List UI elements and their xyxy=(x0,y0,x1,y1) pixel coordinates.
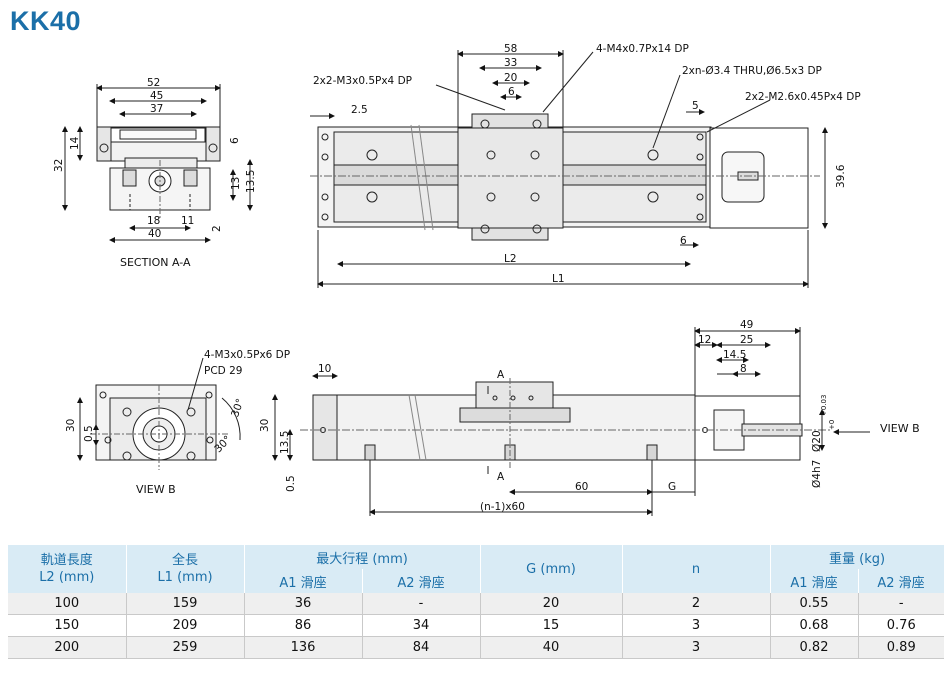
dim-0-5-viewb: 0.5 xyxy=(83,425,95,442)
table-row: 100 159 36 - 20 2 0.55 - xyxy=(8,593,945,615)
cell-stroke-a1: 86 xyxy=(244,614,363,637)
spec-table: 軌道長度 L2 (mm) 全長 L1 (mm) 最大行程 (mm) G (mm)… xyxy=(8,545,945,659)
header-stroke-a2: A2 滑座 xyxy=(362,569,481,593)
header-l1: 全長 L1 (mm) xyxy=(126,545,245,593)
dim-6-top: 6 xyxy=(508,86,515,98)
header-stroke-a1: A1 滑座 xyxy=(244,569,363,593)
header-stroke: 最大行程 (mm) xyxy=(244,545,481,569)
dim-58: 58 xyxy=(504,43,517,55)
section-aa-label: SECTION A-A xyxy=(120,256,191,269)
cell-stroke-a2: - xyxy=(362,593,481,615)
cell-stroke-a1: 136 xyxy=(244,636,363,659)
cell-weight-a2: - xyxy=(858,593,945,615)
dim-33: 33 xyxy=(504,57,517,69)
callout-m3-holes: 2x2-M3x0.5Px4 DP xyxy=(313,75,412,87)
cell-n: 3 xyxy=(622,614,771,637)
cell-weight-a2: 0.89 xyxy=(858,636,945,659)
dim-18: 18 xyxy=(147,215,160,227)
callout-thru-holes: 2xn-Ø3.4 THRU,Ø6.5x3 DP xyxy=(682,65,822,77)
dim-12: 12 xyxy=(698,334,711,346)
dim-13-5: 13.5 xyxy=(245,170,257,193)
header-l2: 軌道長度 L2 (mm) xyxy=(8,545,127,593)
dim-l2: L2 xyxy=(504,253,517,265)
cell-l1: 209 xyxy=(126,614,245,637)
cell-weight-a1: 0.55 xyxy=(770,593,859,615)
dim-13-5-side: 13.5 xyxy=(279,431,291,454)
view-b xyxy=(77,357,241,470)
dim-6-bottom: 6 xyxy=(680,235,687,247)
dim-49: 49 xyxy=(740,319,753,331)
dim-39-6: 39.6 xyxy=(835,164,847,188)
dim-2: 2 xyxy=(211,225,223,232)
dim-0-5-side: 0.5 xyxy=(285,475,297,492)
dim-25: 25 xyxy=(740,334,753,346)
dim-n-minus-1-x60: (n-1)x60 xyxy=(480,501,525,513)
cell-weight-a1: 0.68 xyxy=(770,614,859,637)
dim-30-side: 30 xyxy=(259,419,271,432)
dim-10: 10 xyxy=(318,363,331,375)
cell-l2: 150 xyxy=(8,614,127,637)
cell-stroke-a2: 34 xyxy=(362,614,481,637)
dim-40: 40 xyxy=(148,228,161,240)
dim-20: 20 xyxy=(504,72,517,84)
top-view xyxy=(310,50,828,288)
page-title: KK40 xyxy=(10,6,82,36)
view-b-arrow-label: VIEW B xyxy=(880,422,920,435)
dim-5: 5 xyxy=(692,100,699,112)
header-weight-a1: A1 滑座 xyxy=(770,569,859,593)
callout-m3-6dp: 4-M3x0.5Px6 DP xyxy=(204,349,290,361)
dim-phi4h7: Ø4h7 xyxy=(811,460,823,488)
cell-n: 3 xyxy=(622,636,771,659)
table-row: 200 259 136 84 40 3 0.82 0.89 xyxy=(8,636,945,659)
cell-g: 20 xyxy=(480,593,623,615)
callout-pcd: PCD 29 xyxy=(204,365,242,377)
dim-32: 32 xyxy=(53,159,65,172)
cell-weight-a1: 0.82 xyxy=(770,636,859,659)
cell-l1: 259 xyxy=(126,636,245,659)
cell-stroke-a1: 36 xyxy=(244,593,363,615)
section-aa-view xyxy=(62,84,253,243)
cell-n: 2 xyxy=(622,593,771,615)
dim-11: 11 xyxy=(181,215,194,227)
dim-phi20-lower-tol: +0 xyxy=(828,420,836,430)
table-row: 150 209 86 34 15 3 0.68 0.76 xyxy=(8,614,945,637)
dim-14: 14 xyxy=(69,136,81,150)
section-marker-a-top: A xyxy=(497,369,505,381)
dim-52: 52 xyxy=(147,77,160,89)
header-weight: 重量 (kg) xyxy=(770,545,945,569)
dim-13: 13 xyxy=(230,177,242,190)
view-b-label: VIEW B xyxy=(136,483,176,496)
dim-8: 8 xyxy=(740,363,747,375)
cell-l1: 159 xyxy=(126,593,245,615)
header-weight-a2: A2 滑座 xyxy=(858,569,945,593)
callout-m4-holes: 4-M4x0.7Px14 DP xyxy=(596,43,689,55)
section-marker-a-bottom: A xyxy=(497,471,505,483)
cell-g: 15 xyxy=(480,614,623,637)
dim-g: G xyxy=(668,481,676,493)
cell-stroke-a2: 84 xyxy=(362,636,481,659)
dim-45: 45 xyxy=(150,90,163,102)
dim-phi20-upper-tol: +0.03 xyxy=(820,395,828,416)
dim-phi20: Ø20 xyxy=(811,430,823,452)
header-g: G (mm) xyxy=(480,545,623,593)
cell-g: 40 xyxy=(480,636,623,659)
callout-m2-6-holes: 2x2-M2.6x0.45Px4 DP xyxy=(745,91,861,103)
dim-14-5: 14.5 xyxy=(723,349,746,361)
cell-weight-a2: 0.76 xyxy=(858,614,945,637)
dim-6: 6 xyxy=(229,137,241,144)
dim-2-5: 2.5 xyxy=(351,104,368,116)
header-n: n xyxy=(622,545,771,593)
dim-30-viewb: 30 xyxy=(65,419,77,432)
dim-l1: L1 xyxy=(552,273,565,285)
side-view xyxy=(272,327,870,516)
cell-l2: 100 xyxy=(8,593,127,615)
dim-37: 37 xyxy=(150,103,163,115)
cell-l2: 200 xyxy=(8,636,127,659)
dim-60: 60 xyxy=(575,481,588,493)
technical-drawing: 52 45 37 14 6 32 13 13.5 18 11 40 2 SECT… xyxy=(53,43,920,516)
angle-30-upper: 30° xyxy=(229,397,247,419)
